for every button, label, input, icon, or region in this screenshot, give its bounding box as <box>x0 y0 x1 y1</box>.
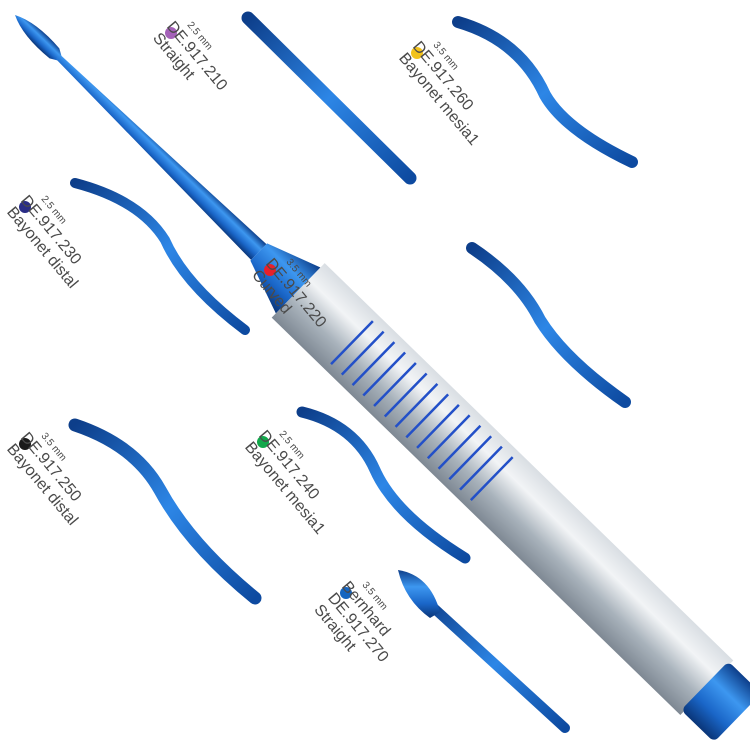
color-dot-blue <box>340 587 352 599</box>
spade-tip <box>15 15 62 61</box>
end-cap <box>683 663 750 740</box>
handle-grooves <box>330 320 514 501</box>
tip-bayonet-distal-230 <box>70 178 250 335</box>
handle <box>271 263 734 716</box>
color-dot-navy <box>19 201 31 213</box>
tip-bayonet-distal-250 <box>68 418 262 605</box>
tip-curved-220 <box>466 242 631 408</box>
tip-straight-210 <box>241 11 417 185</box>
color-dot-yellow <box>411 47 423 59</box>
tip-bernhard-270-spade <box>398 570 440 618</box>
collar <box>250 243 321 314</box>
color-dot-purple <box>165 27 177 39</box>
tip-bernhard-270 <box>420 595 570 733</box>
tip-bayonet-mesial-240 <box>296 406 471 564</box>
color-dot-black <box>19 438 31 450</box>
color-dot-red <box>264 264 276 276</box>
color-dot-green <box>257 436 269 448</box>
main-shaft <box>55 54 267 260</box>
tip-bayonet-mesial-260 <box>452 16 638 168</box>
